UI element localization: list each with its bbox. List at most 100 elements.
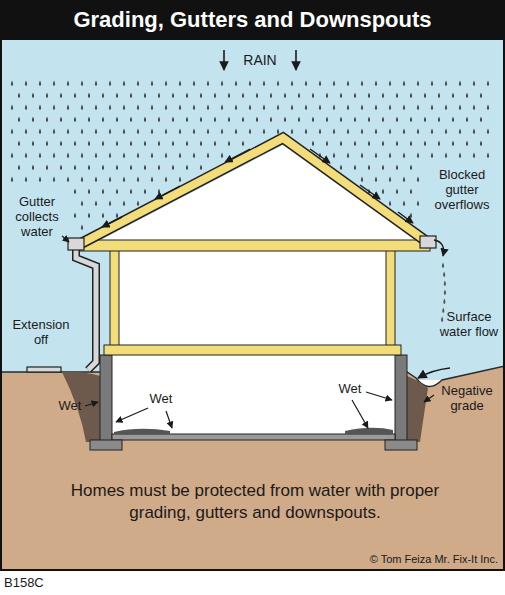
rain-drop (144, 117, 146, 123)
rain-drop (417, 201, 419, 207)
rain-drop (116, 165, 118, 171)
rain-drop (452, 93, 454, 99)
rain-drop (130, 117, 132, 123)
downspout-extension (27, 367, 61, 372)
rain-drop (389, 105, 391, 111)
rain-drop (480, 141, 482, 147)
overflow-arrow (434, 240, 444, 256)
rain-drop (123, 201, 125, 207)
rain-drop (214, 93, 216, 99)
rain-drop (137, 81, 139, 87)
rain-drop (39, 81, 41, 87)
rain-drop (312, 93, 314, 99)
rain-drop (487, 153, 489, 159)
rain-drop (326, 117, 328, 123)
rain-drop (151, 81, 153, 87)
frame (1, 1, 504, 570)
rain-drop (333, 81, 335, 87)
rain-drop (151, 153, 153, 159)
rain-drop (81, 177, 83, 183)
rain-drop (235, 129, 237, 135)
rain-drop (354, 117, 356, 123)
rain-drop (249, 129, 251, 135)
rain-drop (382, 165, 384, 171)
rain-drop (263, 81, 265, 87)
downspout (76, 250, 96, 370)
rain-drop (466, 117, 468, 123)
rain-drop (417, 129, 419, 135)
rain-drop (116, 117, 118, 123)
rain-drop (60, 93, 62, 99)
foundation-wall (395, 355, 407, 441)
rain-drop (200, 93, 202, 99)
rain-drop (431, 105, 433, 111)
gutter (68, 238, 84, 250)
rain-drop (382, 93, 384, 99)
rain-drop (214, 141, 216, 147)
rain-drop (151, 105, 153, 111)
rain-drop (200, 165, 202, 171)
rain-drop (88, 117, 90, 123)
rain-drop (228, 93, 230, 99)
rain-drop (312, 117, 314, 123)
rain-drop (81, 153, 83, 159)
rain-drop (347, 153, 349, 159)
rain-drop (137, 201, 139, 207)
rain-drop (53, 105, 55, 111)
rain-drop (333, 153, 335, 159)
rain-drop (130, 165, 132, 171)
rain-drop (207, 81, 209, 87)
rain-drop (242, 141, 244, 147)
rain-drop (74, 117, 76, 123)
rain-drop (445, 105, 447, 111)
rain-drop (186, 141, 188, 147)
rain-drop (403, 129, 405, 135)
rain-label: RAIN (230, 52, 290, 68)
rain-drop (466, 93, 468, 99)
rain-drop (340, 141, 342, 147)
rain-drop (487, 129, 489, 135)
rain-drop (186, 117, 188, 123)
rain-drop (25, 129, 27, 135)
rain-drop (444, 281, 446, 287)
rain-drop (361, 129, 363, 135)
rain-drop (368, 117, 370, 123)
rain-drop (25, 105, 27, 111)
rain-drop (214, 117, 216, 123)
rain-drop (88, 189, 90, 195)
rain-drop (443, 299, 445, 305)
rain-drop (354, 141, 356, 147)
rain-drop (165, 153, 167, 159)
rain-drop (444, 290, 446, 296)
attic (95, 145, 420, 243)
rain-drop (319, 129, 321, 135)
ceiling-framing (80, 240, 430, 251)
rain-drop (235, 105, 237, 111)
rain-drop (410, 189, 412, 195)
rain-drop (81, 129, 83, 135)
leader-lines (62, 236, 434, 428)
rain-drop (74, 189, 76, 195)
rain-drop (242, 117, 244, 123)
rain-drop (95, 153, 97, 159)
rain-drop (443, 272, 445, 278)
rain-drop (144, 141, 146, 147)
rain-drop (389, 153, 391, 159)
rain-drop (39, 105, 41, 111)
rain-drop (18, 93, 20, 99)
rain-drop (270, 93, 272, 99)
rain-drop (375, 81, 377, 87)
rain-drop (39, 177, 41, 183)
rain-drop (32, 141, 34, 147)
rain-drop (410, 93, 412, 99)
rain-drop (263, 129, 265, 135)
rain-drop (382, 141, 384, 147)
footing (90, 440, 122, 450)
rain-drop (172, 141, 174, 147)
rain-drop (347, 81, 349, 87)
rain-drop (102, 213, 104, 219)
rain-drop (200, 117, 202, 123)
rain-drop (319, 81, 321, 87)
rain-drop (193, 129, 195, 135)
rain-drop (354, 93, 356, 99)
